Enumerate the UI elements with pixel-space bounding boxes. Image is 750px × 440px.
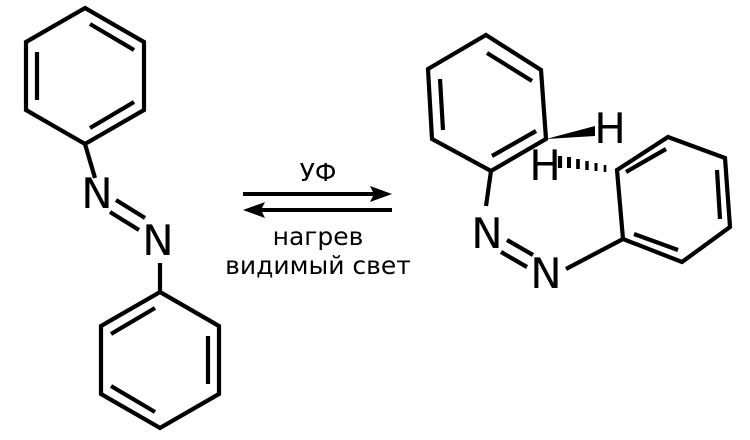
left-structure-trans-azobenzene: N N xyxy=(23,5,222,431)
ring-double-bond-left xyxy=(437,78,446,131)
ring-double-bond-upper-left xyxy=(109,306,157,336)
reverse-condition-label-line1: нагрев xyxy=(273,222,364,251)
left-nitrogen-1-label: N xyxy=(81,169,112,218)
azo-bond-line-b xyxy=(108,210,141,232)
ring-double-bond-upper-right xyxy=(485,51,534,83)
reaction-arrows-group: УФ нагрев видимый свет xyxy=(225,158,411,280)
right-nitrogen-1-label: N xyxy=(471,209,502,258)
reverse-arrow xyxy=(243,202,392,218)
azo-bond-line-b xyxy=(499,250,529,269)
right-structure-cis-azobenzene: H H N xyxy=(425,32,733,298)
bond-ring-to-nitrogen-1 xyxy=(82,143,98,179)
ring-outline xyxy=(614,134,733,265)
ring-double-bond-lower-left xyxy=(109,384,157,414)
ring-outline xyxy=(23,5,147,147)
hashed-bond-to-hydrogen xyxy=(557,156,607,172)
ring-outline xyxy=(98,289,222,431)
right-hydrogen-hash-label: H xyxy=(529,141,561,190)
ring-double-bond-lower-right xyxy=(88,100,136,130)
reverse-arrow-head xyxy=(243,202,265,218)
left-nitrogen-2-label: N xyxy=(142,216,173,265)
left-top-phenyl-ring xyxy=(23,5,147,147)
bond-ring-to-nitrogen-1 xyxy=(483,170,494,207)
azo-bond-line-a xyxy=(114,198,147,220)
ring-double-bond-upper-right xyxy=(88,22,136,52)
right-right-phenyl-ring xyxy=(614,134,733,265)
reverse-condition-label-line2: видимый свет xyxy=(225,251,411,280)
azo-bond-line-a xyxy=(505,238,535,257)
wedge-bond-to-hydrogen xyxy=(546,126,595,139)
ring-double-bond-lower-right xyxy=(490,129,538,158)
forward-arrow xyxy=(243,186,392,202)
forward-condition-label: УФ xyxy=(300,158,337,187)
left-azo-double-bond xyxy=(108,198,147,232)
right-azo-double-bond xyxy=(499,238,535,269)
bond-nitrogen-2-to-ring xyxy=(565,237,624,271)
ring-double-bond-right xyxy=(714,169,723,220)
forward-arrow-head xyxy=(370,186,392,202)
ring-double-bond-upper-left xyxy=(624,147,668,174)
ring-double-bond-lower-left xyxy=(633,232,679,252)
right-nitrogen-2-label: N xyxy=(530,249,561,298)
left-bottom-phenyl-ring xyxy=(98,289,222,431)
right-hydrogen-wedge-label: H xyxy=(594,104,626,153)
